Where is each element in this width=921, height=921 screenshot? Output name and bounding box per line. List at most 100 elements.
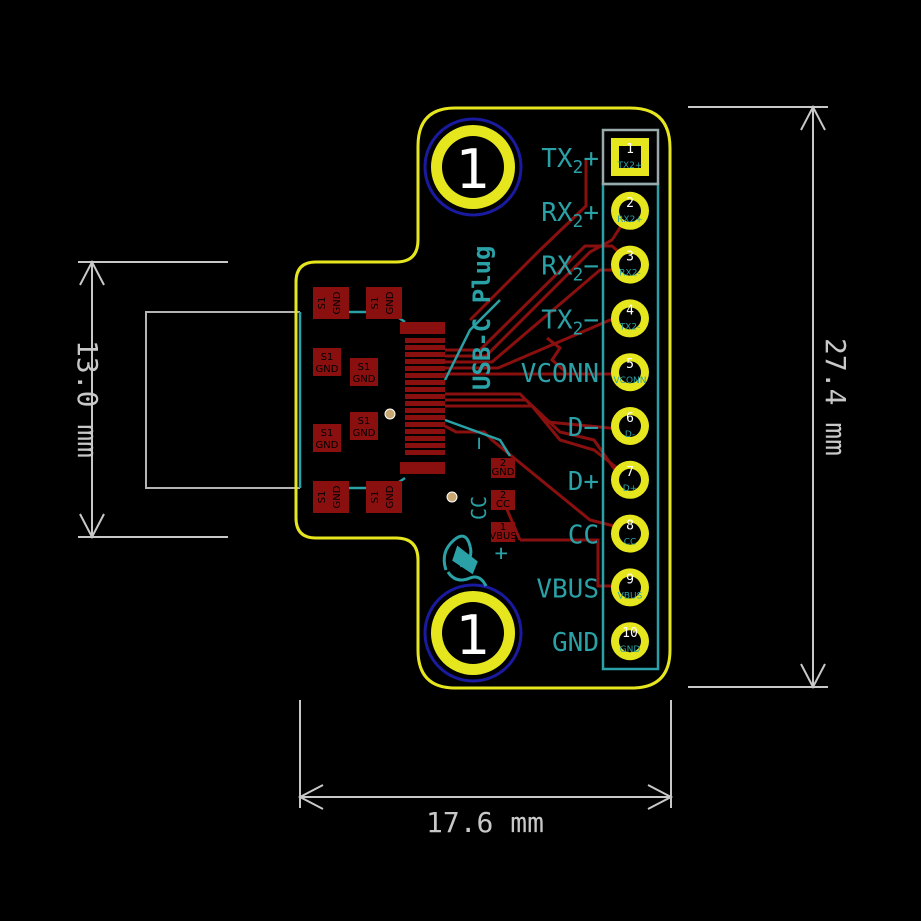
shield-pad-bottom: GND [385,291,396,314]
dim-width-label: 17.6 mm [426,806,544,839]
shield-pad-top: S1 [321,428,334,439]
pin-label-10: GND [552,628,599,658]
pin-drill [619,576,641,599]
jumper-pads: 2 GND 2 CC 1 VBUS [489,458,517,542]
jumper-minus-label: − [467,437,492,450]
pin-drill [619,468,641,491]
pin-number: 2 [626,196,634,211]
pin-label-3: RX2− [541,252,599,286]
pin-small-label: TX2+ [617,161,643,171]
pin-drill [619,361,641,384]
board-outline [294,106,672,690]
pin-number: 9 [626,572,634,587]
pin-small-label: VCONN [614,376,647,386]
shield-pad-bottom: GND [316,440,339,451]
mount-hole-bottom: 1 [423,583,523,683]
header-pin-6: 6D- [611,407,649,445]
shield-pad: S1 GND [313,287,349,319]
shield-pad: S1 GND [366,481,402,513]
jumper-cc-label: CC [467,496,491,520]
pin-drill [619,253,641,276]
mount-hole-top: 1 [423,117,523,217]
pin-drill [619,307,641,330]
jumper-pad-num: 2 [500,458,506,469]
pin-label-5: VCONN [521,359,599,389]
pin-small-label: CC [624,538,637,548]
pin-label-9: VBUS [536,574,599,604]
pin-number: 4 [626,303,634,318]
pin-number: 10 [622,626,638,641]
mount-hole-bottom-label: 1 [456,604,490,667]
pin-label-7: D+ [568,467,599,497]
shield-pad-top: S1 [321,352,334,363]
pin-number: 8 [626,519,634,534]
shield-pad-bottom: GND [385,485,396,508]
shield-pad: S1 GND [350,358,378,386]
shield-pad-bottom: GND [332,291,343,314]
pin-label-8: CC [568,521,599,551]
shield-pad: S1 GND [350,412,378,440]
shield-pad-bottom: GND [353,374,376,385]
pin-drill [619,146,641,168]
fiducial-bottom [446,491,458,503]
dim-board-height-label: 27.4 mm [819,338,852,456]
pin-small-label: VBUS [618,591,643,601]
dimension-lines [78,104,828,810]
shield-pad-bottom: GND [353,428,376,439]
board-title: USB-C Plug [468,246,496,391]
shield-pad: S1 GND [313,424,341,452]
jumper-plus-label: + [489,547,514,560]
pin-small-label: RX2- [619,269,640,279]
pin-label-4: TX2− [541,305,599,339]
pin-number: 3 [626,250,634,265]
pin-number: 7 [626,465,634,480]
shield-pad-top: S1 [370,297,381,310]
jumper-pad-net: CC [496,499,510,510]
jumper-pad-net: VBUS [489,531,516,542]
shield-pad: S1 GND [313,348,341,376]
shield-pad-top: S1 [358,416,371,427]
dim-height-label: 13.0 mm [71,340,104,458]
shield-pad-top: S1 [370,491,381,504]
shield-pad: S1 GND [366,287,402,319]
pin-number: 5 [626,357,634,372]
shield-pad-bottom: GND [316,364,339,375]
mount-hole-top-label: 1 [456,138,490,201]
shield-pad: S1 GND [313,481,349,513]
shield-pad-top: S1 [317,491,328,504]
pin-number: 1 [626,142,634,157]
pin-small-label: D+ [623,484,637,494]
pin-small-label: GND [620,645,641,655]
shield-pad-top: S1 [317,297,328,310]
jumper-pad-num: 1 [500,522,506,533]
pin-labels: TX2+ RX2+ RX2− TX2− VCONN D− D+ CC VBUS GND [521,144,599,658]
pin-label-1: TX2+ [541,144,599,178]
header-pin-8: 8CC [611,514,649,553]
pin-number: 6 [626,411,634,426]
pin-label-2: RX2+ [541,198,599,232]
pin-small-label: D- [625,430,635,440]
jumper-pad-num: 2 [500,490,506,501]
header-pin-7: 7D+ [611,460,649,499]
pin-small-label: TX2- [619,322,641,332]
usb-c-pads [400,322,445,474]
shield-pad-bottom: GND [332,485,343,508]
fiducial-top [384,408,396,420]
pin-drill [619,522,641,545]
logo-icon [442,534,488,587]
pin-label-6: D− [568,413,599,443]
pin-small-label: RX2+ [617,215,643,225]
pin-drill [619,199,641,222]
shield-pad-top: S1 [358,362,371,373]
jumper-pad-net: GND [492,467,515,478]
